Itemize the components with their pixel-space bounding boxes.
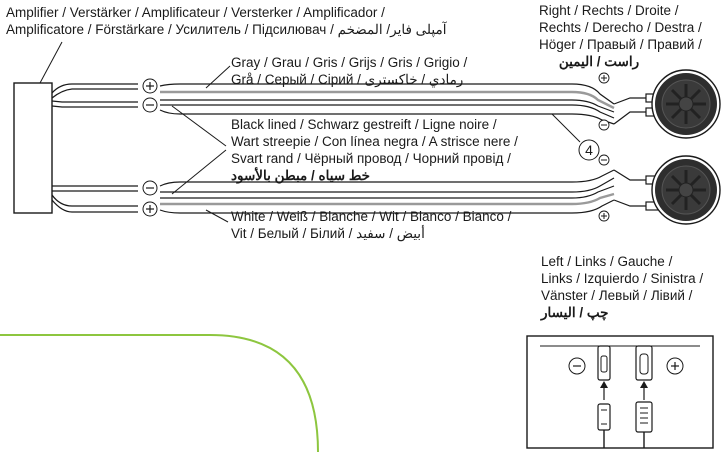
inset-plus-symbol <box>666 357 684 375</box>
left-label-line3: Vänster / Левый / Лівий / <box>541 288 693 303</box>
right-label-line3: Höger / Правый / Правий / <box>539 37 702 52</box>
inset-arrow-minus <box>600 381 608 400</box>
callout-4-number: 4 <box>585 142 593 158</box>
speaker-right <box>651 69 721 139</box>
inset-plug-large <box>635 401 653 448</box>
left-speaker-label: Left / Links / Gauche / Links / Izquierd… <box>541 253 703 321</box>
left-label-line1: Left / Links / Gauche / <box>541 254 673 269</box>
white-label-line2: Vit / Белый / Білий / أبيض / سفید <box>231 226 425 241</box>
amplifier-wires <box>51 83 138 213</box>
right-label-line4: راست / اليمين <box>558 54 640 69</box>
minus-terminal-amp-bottom <box>142 180 158 196</box>
callout-4: 4 <box>578 139 600 161</box>
left-label-line4: چپ / اليسار <box>541 305 609 320</box>
inset-plug-small <box>597 403 611 448</box>
callout-4-leader <box>551 113 581 143</box>
amplifier-box <box>13 82 53 214</box>
speaker-left <box>651 155 721 225</box>
amplifier-label-line2: Amplificatore / Förstärkare / Усилитель … <box>6 22 447 37</box>
plus-terminal-amp-top <box>142 78 158 94</box>
gray-label-line1: Gray / Grau / Gris / Grijs / Gris / Grig… <box>231 55 468 70</box>
gray-leader-line <box>205 65 231 89</box>
right-label-line1: Right / Rechts / Droite / <box>539 3 679 18</box>
gray-wire-label: Gray / Grau / Gris / Grijs / Gris / Grig… <box>231 54 476 88</box>
black-label-line3: Svart rand / Чёрный провод / Чорний пров… <box>231 151 511 166</box>
inset-arrow-plus <box>640 381 648 400</box>
right-label-line2: Rechts / Derecho / Destra / <box>539 20 702 35</box>
left-label-line2: Links / Izquierdo / Sinistra / <box>541 271 704 286</box>
plus-terminal-speaker-left <box>598 210 610 222</box>
minus-terminal-speaker-left <box>598 154 610 166</box>
minus-terminal-speaker-right <box>598 119 610 131</box>
white-leader-line <box>205 209 229 223</box>
white-label-line1: White / Weiß / Blanche / Wit / Blanco / … <box>231 209 512 224</box>
black-leader-line-top <box>171 105 227 147</box>
plus-terminal-speaker-right <box>598 72 610 84</box>
black-label-line1: Black lined / Schwarz gestreift / Ligne … <box>231 117 497 132</box>
black-label-line4: خط سیاه / مبطن بالأسود <box>231 168 371 183</box>
connector-detail-inset <box>526 335 714 449</box>
speaker-cable-right <box>159 83 646 125</box>
gray-label-line2: Grå / Серый / Сірий / رمادي / خاکستری <box>231 72 464 87</box>
amplifier-label: Amplifier / Verstärker / Amplificateur /… <box>6 4 446 38</box>
white-wire-label: White / Weiß / Blanche / Wit / Blanco / … <box>231 208 511 242</box>
accent-curve <box>0 334 319 452</box>
right-speaker-label: Right / Rechts / Droite / Rechts / Derec… <box>539 2 702 70</box>
speaker-cable-left <box>159 169 646 214</box>
amplifier-label-line1: Amplifier / Verstärker / Amplificateur /… <box>6 5 385 20</box>
amplifier-leader-line <box>39 41 63 84</box>
black-wire-label: Black lined / Schwarz gestreift / Ligne … <box>231 116 518 184</box>
black-leader-line-bottom <box>171 149 227 195</box>
inset-minus-symbol <box>568 357 586 375</box>
black-label-line2: Wart streepie / Con línea negra / A stri… <box>231 134 518 149</box>
minus-terminal-amp-top <box>142 97 158 113</box>
plus-terminal-amp-bottom <box>142 201 158 217</box>
